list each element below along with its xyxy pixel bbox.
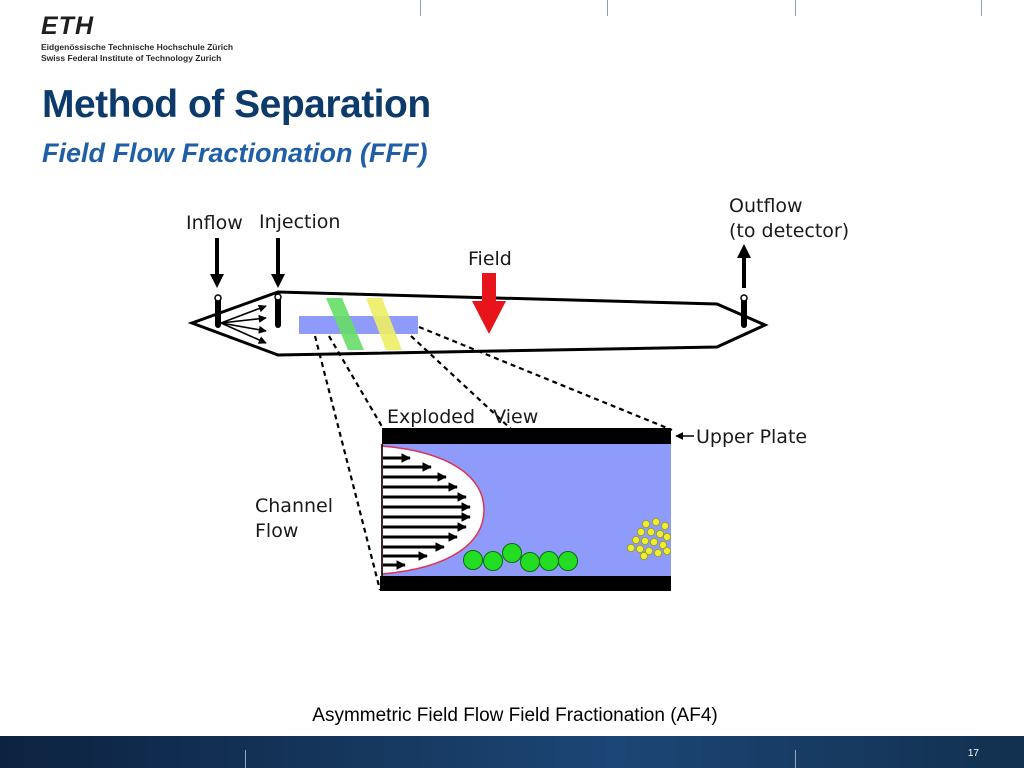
injection-label: Injection xyxy=(259,211,340,233)
channel-flow-label-line1: Channel xyxy=(255,495,333,517)
exploded-view-leader-lines xyxy=(313,325,673,591)
sample-zone xyxy=(299,298,418,350)
field-arrow xyxy=(472,273,506,334)
footer-divider-tick xyxy=(795,750,796,768)
slide-title: Method of Separation xyxy=(42,83,431,126)
top-divider-tick xyxy=(795,0,796,16)
inflow-label: Inflow xyxy=(186,212,243,234)
page-number: 17 xyxy=(967,748,979,759)
top-divider-tick xyxy=(981,0,982,16)
injection-port xyxy=(274,293,282,328)
outlet-port xyxy=(740,294,748,328)
slide-subtitle: Field Flow Fractionation (FFF) xyxy=(42,138,428,168)
inlet-port xyxy=(214,294,222,328)
upper-plate-label: Upper Plate xyxy=(696,426,807,448)
diagram-caption: Asymmetric Field Flow Field Fractionatio… xyxy=(312,705,718,726)
exploded-view-label: Exploded View xyxy=(387,406,538,428)
institution-name-english: Swiss Federal Institute of Technology Zu… xyxy=(41,53,222,63)
outflow-label: Outflow xyxy=(729,195,803,217)
footer-bar: 17 xyxy=(0,736,1024,768)
lower-plate xyxy=(380,576,671,591)
upper-plate xyxy=(382,428,671,444)
channel-flow-label-line2: Flow xyxy=(255,520,298,542)
inflow-spread-arrows xyxy=(220,304,267,344)
small-particles xyxy=(627,518,672,561)
inflow-arrow xyxy=(210,238,224,288)
footer-divider-tick xyxy=(245,750,246,768)
field-label: Field xyxy=(468,248,512,270)
top-divider-tick xyxy=(420,0,421,16)
injection-arrow xyxy=(271,238,285,288)
outflow-arrow xyxy=(737,244,751,288)
flow-profile-arrows xyxy=(383,453,471,570)
large-particles xyxy=(463,543,578,572)
outflow-destination-label: (to detector) xyxy=(729,220,849,242)
top-divider-tick xyxy=(607,0,608,16)
institution-name-german: Eidgenössische Technische Hochschule Zür… xyxy=(41,42,234,52)
eth-logo: ETH xyxy=(41,12,94,40)
